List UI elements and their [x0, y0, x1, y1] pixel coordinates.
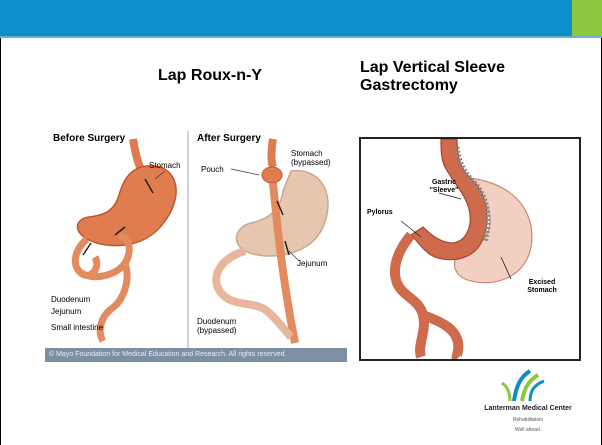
sleeve-stomach — [411, 139, 487, 260]
header-bar — [0, 0, 602, 36]
sleeve-drawing — [361, 139, 579, 359]
header-underline — [0, 36, 602, 38]
stomach-bypassed-label: Stomach (bypassed) — [291, 149, 343, 167]
stomach-label: Stomach — [149, 161, 181, 170]
intestine-loop — [423, 315, 458, 359]
small-intestine-label: Small intestine — [51, 323, 103, 332]
title-sleeve-gastrectomy: Lap Vertical Sleeve Gastrectomy — [360, 59, 580, 95]
pouch-label: Pouch — [201, 165, 224, 174]
jejunum-after-label: Jejunum — [297, 259, 327, 268]
excised-stomach — [449, 139, 532, 283]
pouch — [262, 167, 282, 183]
logo-tagline: Well ahead. — [464, 427, 592, 433]
roux-n-y-illustration: Before Surgery After Surgery Stomach Pou… — [45, 131, 347, 364]
logo-mark-icon — [464, 367, 592, 403]
slide-border-left — [0, 38, 1, 445]
duodenum-before — [75, 239, 96, 275]
pylorus-label: Pylorus — [367, 209, 393, 216]
before-surgery-label: Before Surgery — [53, 133, 125, 144]
jejunum-before-label: Jejunum — [51, 307, 81, 316]
logo-name: Lanterman Medical Center — [464, 405, 592, 412]
duodenum-bypassed-label: Duodenum (bypassed) — [197, 317, 253, 335]
gastric-sleeve-label: Gastric "Sleeve" — [419, 179, 469, 195]
after-surgery-label: After Surgery — [197, 133, 261, 144]
esophagus-before — [133, 139, 141, 169]
excised-stomach-label: Excised Stomach — [517, 279, 567, 295]
accent-block — [572, 0, 602, 36]
stomach-before — [77, 166, 176, 246]
esophagus-after — [272, 139, 274, 167]
hospital-logo: Lanterman Medical Center Rehabilitation … — [464, 367, 592, 437]
sleeve-gastrectomy-illustration: Gastric "Sleeve" Pylorus Excised Stomach — [359, 137, 581, 361]
pylorus-intestine — [395, 235, 424, 357]
duodenum-label: Duodenum — [51, 295, 90, 304]
pouch-leader — [231, 169, 259, 175]
logo-subtitle: Rehabilitation — [464, 417, 592, 423]
title-roux-n-y: Lap Roux-n-Y — [120, 67, 300, 85]
copyright-text: © Mayo Foundation for Medical Education … — [45, 348, 347, 362]
copyright-bar: © Mayo Foundation for Medical Education … — [45, 348, 347, 362]
